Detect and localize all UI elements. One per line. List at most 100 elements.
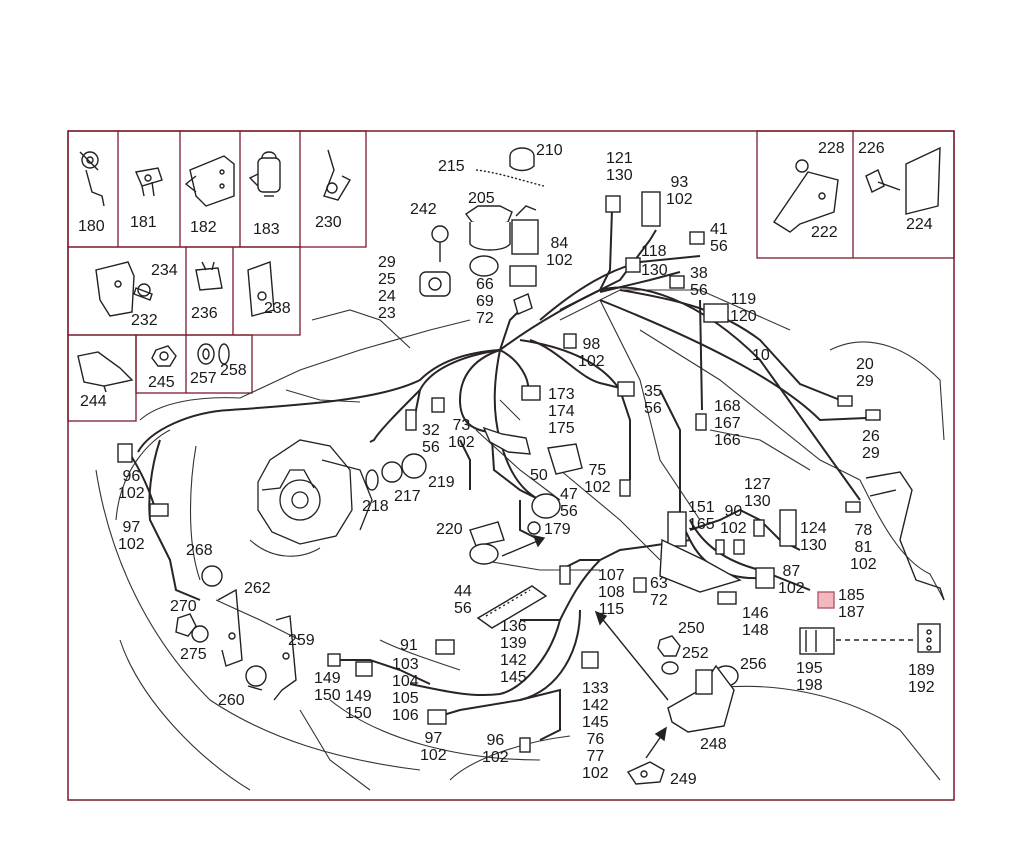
label-146: 146 148 bbox=[742, 605, 769, 639]
label-50: 50 bbox=[530, 467, 548, 484]
label-20: 20 29 bbox=[856, 356, 874, 390]
label-244: 244 bbox=[80, 393, 107, 410]
label-252: 252 bbox=[682, 645, 709, 662]
label-32: 32 56 bbox=[422, 422, 440, 456]
label-217: 217 bbox=[394, 488, 421, 505]
label-218: 218 bbox=[362, 498, 389, 515]
label-250: 250 bbox=[678, 620, 705, 637]
label-230: 230 bbox=[315, 214, 342, 231]
label-245: 245 bbox=[148, 374, 175, 391]
label-268: 268 bbox=[186, 542, 213, 559]
label-260: 260 bbox=[218, 692, 245, 709]
wire-harness bbox=[129, 209, 867, 741]
label-136: 136 139 142 145 bbox=[500, 618, 527, 686]
label-151: 151 165 bbox=[688, 499, 715, 533]
tie-wrap-icon bbox=[323, 149, 351, 201]
label-270: 270 bbox=[170, 598, 197, 615]
connector-icon bbox=[753, 519, 765, 537]
bracket-icon bbox=[247, 261, 275, 317]
label-275: 275 bbox=[180, 646, 207, 663]
clip-icon bbox=[626, 761, 665, 785]
nut-icon bbox=[657, 635, 681, 657]
relay-icon bbox=[511, 205, 539, 255]
inset-grid-right bbox=[756, 130, 955, 259]
label-66: 66 69 72 bbox=[476, 276, 494, 327]
connector-icon bbox=[435, 639, 455, 655]
washer-icon bbox=[191, 625, 209, 643]
label-259: 259 bbox=[288, 632, 315, 649]
fuse-icon bbox=[659, 511, 742, 593]
plug-icon bbox=[917, 623, 941, 653]
grommet-icon bbox=[365, 453, 427, 491]
plug-icon bbox=[527, 521, 541, 535]
bolt-icon bbox=[431, 225, 449, 262]
label-210: 210 bbox=[536, 142, 563, 159]
label-205: 205 bbox=[468, 190, 495, 207]
connector-icon bbox=[476, 585, 548, 629]
washer-icon bbox=[197, 343, 230, 365]
inset-parts bbox=[77, 146, 941, 393]
label-41: 41 56 bbox=[710, 221, 728, 255]
label-93: 93 102 bbox=[666, 174, 693, 208]
connector-icon bbox=[427, 709, 447, 725]
plug-icon bbox=[799, 627, 835, 655]
label-189: 189 192 bbox=[908, 662, 935, 696]
connector-icon bbox=[521, 385, 541, 401]
relay-icon bbox=[667, 664, 735, 733]
grommet-icon bbox=[531, 493, 561, 519]
alternator bbox=[257, 439, 373, 545]
grommet-icon bbox=[509, 147, 535, 172]
connector-icon bbox=[669, 275, 685, 289]
bracket-icon bbox=[773, 159, 839, 233]
label-149b: 149 150 bbox=[345, 688, 372, 722]
relay-icon bbox=[464, 205, 513, 251]
label-173: 173 174 175 bbox=[548, 386, 575, 437]
label-107: 107 108 115 bbox=[598, 567, 625, 618]
label-220: 220 bbox=[436, 521, 463, 538]
label-84: 84 102 bbox=[546, 235, 573, 269]
diagram-frame bbox=[67, 130, 955, 801]
fuse-icon bbox=[419, 271, 451, 297]
relay-icon bbox=[469, 521, 505, 565]
label-47: 47 56 bbox=[560, 486, 578, 520]
engine-bay-outline bbox=[95, 289, 945, 791]
connector-icon bbox=[469, 255, 537, 315]
label-103: 103 104 105 106 bbox=[392, 656, 419, 724]
label-195: 195 198 bbox=[796, 660, 823, 694]
label-236: 236 bbox=[191, 305, 218, 322]
connector-icon bbox=[619, 479, 631, 497]
label-29: 29 25 24 23 bbox=[378, 254, 396, 322]
connector-icon bbox=[149, 503, 169, 517]
label-224: 224 bbox=[906, 216, 933, 233]
connector-icon bbox=[327, 653, 341, 667]
label-87: 87 102 bbox=[778, 563, 805, 597]
loose-parts bbox=[117, 147, 945, 785]
connector-icon bbox=[779, 509, 797, 547]
bracket-icon bbox=[865, 471, 945, 601]
tie-wrap-icon bbox=[475, 169, 545, 187]
label-248: 248 bbox=[700, 736, 727, 753]
label-96a: 96 102 bbox=[118, 468, 145, 502]
connector-icon bbox=[633, 577, 647, 593]
label-26: 26 29 bbox=[862, 428, 880, 462]
clip-icon bbox=[195, 261, 223, 291]
highlighted-connector bbox=[817, 591, 835, 609]
label-222: 222 bbox=[811, 224, 838, 241]
connector-icon bbox=[837, 395, 853, 407]
label-97b: 97 102 bbox=[420, 730, 447, 764]
label-258: 258 bbox=[220, 362, 247, 379]
label-98: 98 102 bbox=[578, 336, 605, 370]
connector-icon bbox=[845, 501, 861, 513]
label-78: 78 81 102 bbox=[850, 522, 877, 573]
clip-icon bbox=[547, 443, 583, 475]
label-232: 232 bbox=[131, 312, 158, 329]
bolt-icon bbox=[95, 261, 153, 317]
connector-icon bbox=[405, 409, 417, 431]
label-257: 257 bbox=[190, 370, 217, 387]
label-119: 119 120 bbox=[730, 291, 757, 325]
label-118: 118 bbox=[641, 243, 667, 260]
label-127: 127 130 bbox=[744, 476, 771, 510]
inset-grid-left bbox=[67, 130, 367, 422]
label-91: 91 bbox=[400, 637, 418, 654]
label-130a: 130 bbox=[641, 262, 668, 279]
